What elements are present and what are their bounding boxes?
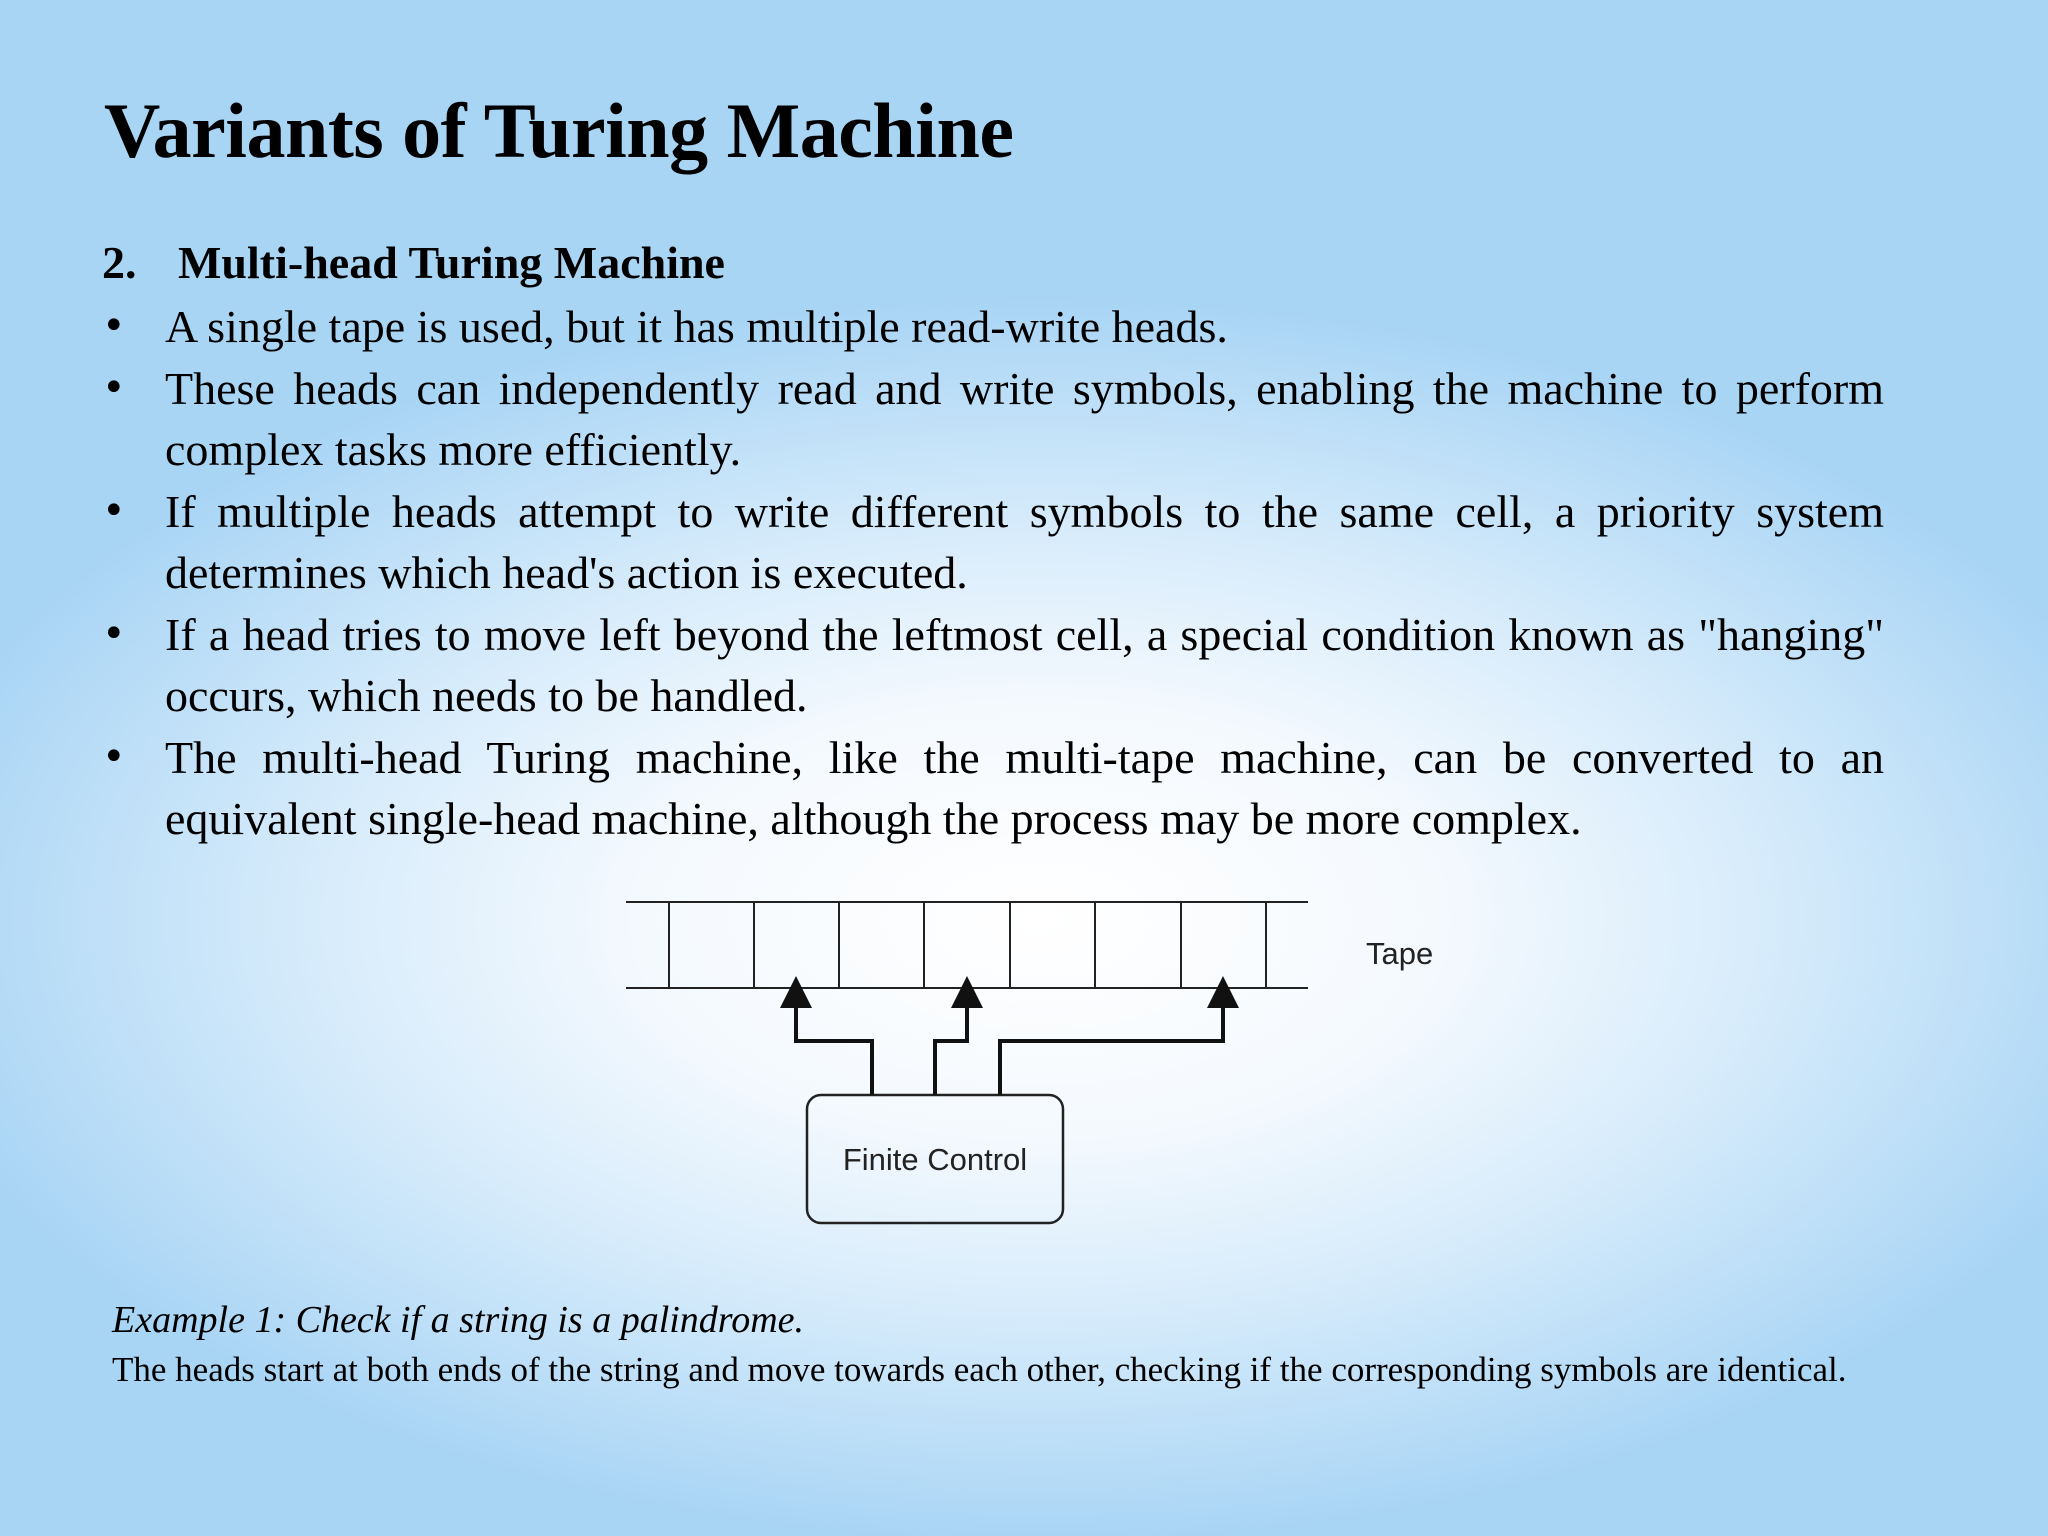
bullet-text: If multiple heads attempt to write diffe… <box>165 485 1884 599</box>
bullet-text: A single tape is used, but it has multip… <box>165 301 1228 352</box>
bullet-text: The multi-head Turing machine, like the … <box>165 731 1884 845</box>
bullet-text: These heads can independently read and w… <box>165 362 1884 476</box>
head-arrow-left <box>780 976 874 1095</box>
bullet-text: If a head tries to move left beyond the … <box>165 608 1884 722</box>
example-title: Example 1: Check if a string is a palind… <box>112 1299 804 1341</box>
finite-control-label: Finite Control <box>843 1142 1027 1177</box>
bullet-item: • A single tape is used, but it has mult… <box>102 296 1884 358</box>
tape-label: Tape <box>1366 936 1433 971</box>
bullet-dot: • <box>102 364 126 411</box>
head-arrow-middle <box>933 976 983 1095</box>
bullet-dot: • <box>102 487 126 534</box>
head-arrow-right <box>998 976 1239 1095</box>
bullet-item: • If a head tries to move left beyond th… <box>102 604 1884 727</box>
bullet-dot: • <box>102 303 126 349</box>
slide-title: Variants of Turing Machine <box>104 87 1014 174</box>
bullet-item: • If multiple heads attempt to write dif… <box>102 481 1884 604</box>
bullet-dot: • <box>102 610 126 657</box>
bullet-list: • A single tape is used, but it has mult… <box>102 296 1884 850</box>
section-number: 2. <box>102 237 137 288</box>
section-title: Multi-head Turing Machine <box>178 237 725 288</box>
bullet-dot: • <box>102 733 126 780</box>
section-heading: 2. Multi-head Turing Machine <box>102 236 725 289</box>
bullet-item: • The multi-head Turing machine, like th… <box>102 727 1884 850</box>
example-description: The heads start at both ends of the stri… <box>112 1350 1847 1389</box>
tape-cells <box>668 902 1267 988</box>
bullet-item: • These heads can independently read and… <box>102 358 1884 481</box>
